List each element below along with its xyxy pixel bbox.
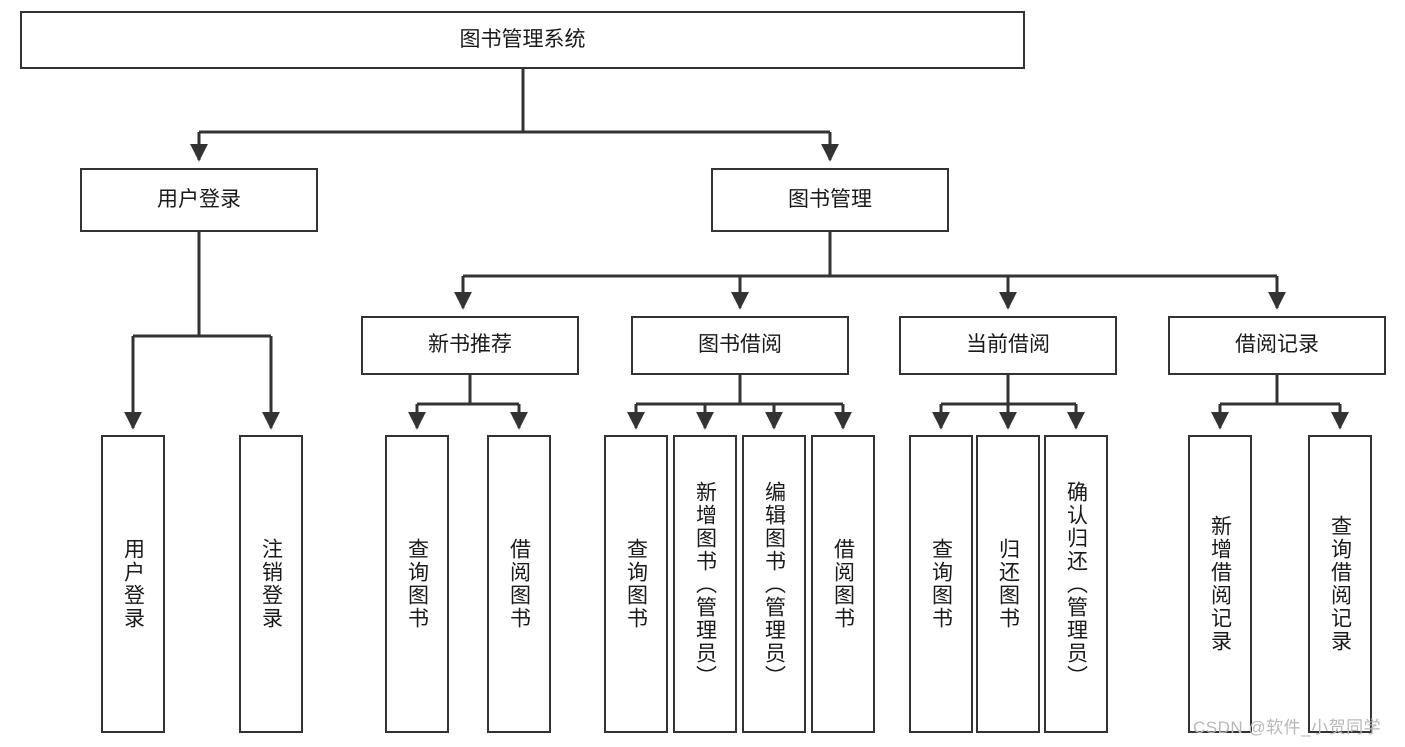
node-label: 图书管理系统	[459, 27, 586, 51]
node-label: 编辑图书（管理员）	[762, 480, 786, 688]
node-current-borrow[interactable]: 当前借阅	[899, 316, 1117, 375]
node-label: 图书管理	[788, 187, 872, 211]
leaf-confirm-return-admin[interactable]: 确认归还（管理员）	[1044, 435, 1108, 733]
node-label: 借阅图书	[507, 538, 531, 630]
node-label: 查询图书	[624, 538, 648, 630]
leaf-add-borrow-record[interactable]: 新增借阅记录	[1188, 435, 1252, 733]
node-label: 当前借阅	[966, 333, 1050, 357]
node-label: 新增借阅记录	[1208, 515, 1232, 653]
leaf-edit-book-admin[interactable]: 编辑图书（管理员）	[742, 435, 806, 733]
leaf-query-book-borrow[interactable]: 查询图书	[604, 435, 668, 733]
node-label: 确认归还（管理员）	[1064, 480, 1088, 688]
leaf-borrow-book[interactable]: 借阅图书	[811, 435, 875, 733]
node-label: 新书推荐	[428, 333, 512, 357]
node-borrow-record[interactable]: 借阅记录	[1168, 316, 1386, 375]
leaf-query-book-recommend[interactable]: 查询图书	[385, 435, 449, 733]
node-label: 借阅图书	[831, 538, 855, 630]
leaf-query-book-current[interactable]: 查询图书	[909, 435, 973, 733]
node-label: 归还图书	[996, 538, 1020, 630]
leaf-logout[interactable]: 注销登录	[239, 435, 303, 733]
node-label: 查询借阅记录	[1328, 515, 1352, 653]
node-book-management[interactable]: 图书管理	[711, 168, 949, 232]
leaf-borrow-book-recommend[interactable]: 借阅图书	[487, 435, 551, 733]
node-label: 图书借阅	[698, 333, 782, 357]
node-new-book-recommend[interactable]: 新书推荐	[361, 316, 579, 375]
leaf-user-login[interactable]: 用户登录	[101, 435, 165, 733]
leaf-query-borrow-record[interactable]: 查询借阅记录	[1308, 435, 1372, 733]
node-label: 用户登录	[121, 538, 145, 630]
node-label: 查询图书	[405, 538, 429, 630]
node-label: 用户登录	[157, 187, 241, 211]
leaf-add-book-admin[interactable]: 新增图书（管理员）	[673, 435, 737, 733]
node-user-login[interactable]: 用户登录	[80, 168, 318, 232]
node-label: 新增图书（管理员）	[693, 480, 717, 688]
node-label: 注销登录	[259, 538, 283, 630]
node-label: 借阅记录	[1235, 333, 1319, 357]
node-book-borrow[interactable]: 图书借阅	[631, 316, 849, 375]
leaf-return-book[interactable]: 归还图书	[976, 435, 1040, 733]
node-root-system[interactable]: 图书管理系统	[20, 11, 1025, 69]
node-label: 查询图书	[929, 538, 953, 630]
csdn-watermark: CSDN @软件_小贺同学	[1193, 718, 1382, 737]
